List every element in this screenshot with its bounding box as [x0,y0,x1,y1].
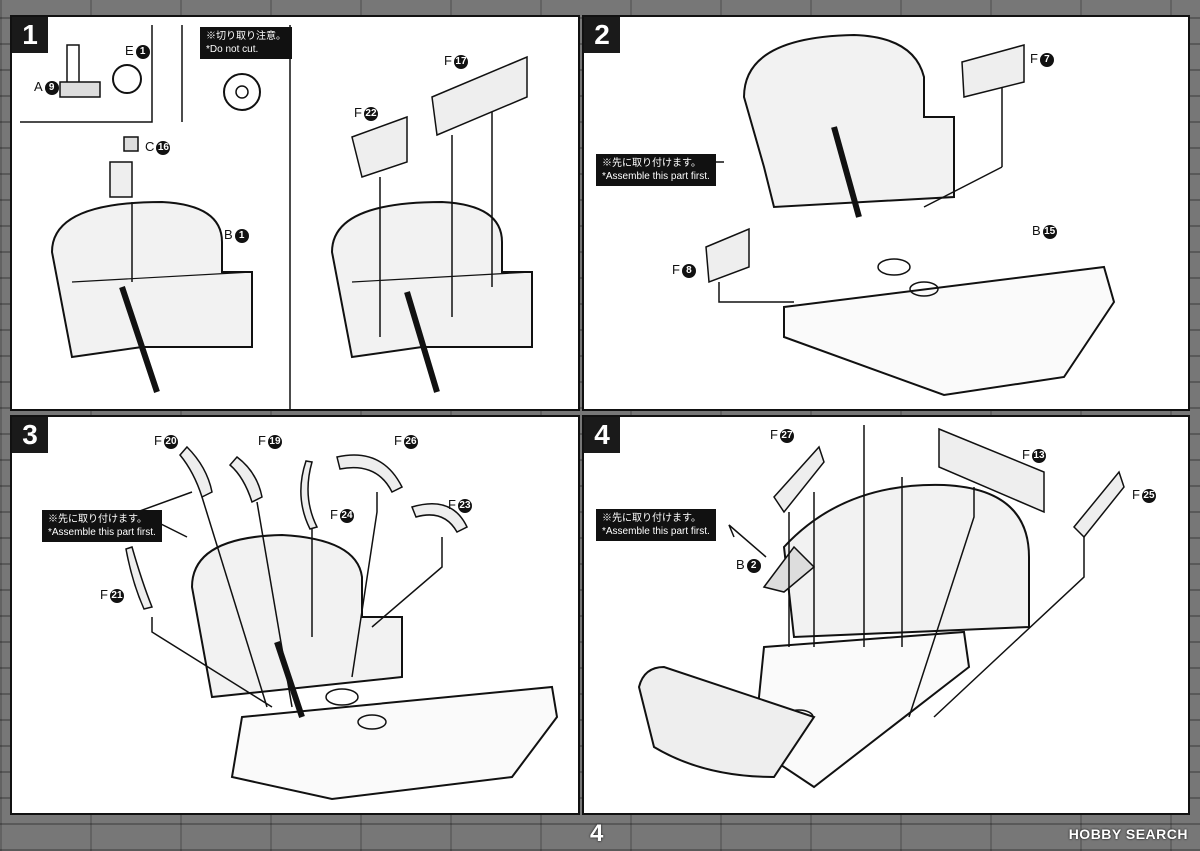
part-number: 24 [339,508,354,523]
part-number: 22 [363,106,378,121]
part-number: 16 [156,140,171,155]
part-letter: F [154,433,162,448]
part-letter: F [100,587,108,602]
caution-note-en: *Do not cut. [206,44,259,55]
part-letter: F [1132,487,1140,502]
step-3-panel: 3 ※先に取り付けます。 *Assemble this part first. … [10,415,580,815]
assemble-first-note: ※先に取り付けます。 *Assemble this part first. [42,510,162,542]
part-number: 9 [44,80,59,95]
part-letter: B [1032,223,1041,238]
assemble-first-note: ※先に取り付けます。 *Assemble this part first. [596,509,716,541]
part-letter: F [258,433,266,448]
part-letter: F [672,262,680,277]
step-3-diagram [125,445,559,801]
step-number: 2 [584,17,620,53]
step-2-diagram [596,33,1116,397]
part-number: 17 [453,54,468,69]
assemble-first-note-jp: ※先に取り付けます。 [602,158,701,169]
part-number: 21 [109,588,124,603]
part-letter: B [736,557,745,572]
part-number: 1 [135,44,150,59]
part-number: 20 [163,434,178,449]
caution-note-jp: ※切り取り注意。 [206,31,286,42]
part-letter: A [34,79,43,94]
part-number: 1 [234,228,249,243]
step-4-diagram [637,425,1125,789]
part-number: 8 [681,263,696,278]
hobby-search-watermark: HOBBY SEARCH [1068,826,1188,842]
part-letter: F [1030,51,1038,66]
part-number: 13 [1031,448,1046,463]
part-letter: C [145,139,155,154]
part-number: 23 [457,498,472,513]
step-number: 4 [584,417,620,453]
part-letter: F [394,433,402,448]
step-1-diagram [20,25,533,409]
step-number: 3 [12,417,48,453]
page-number: 4 [590,820,604,847]
part-letter: F [770,427,778,442]
assemble-first-note-jp: ※先に取り付けます。 [48,514,147,525]
part-number: 2 [746,558,761,573]
part-letter: F [1022,447,1030,462]
part-letter: F [354,105,362,120]
part-number: 26 [403,434,418,449]
assemble-first-note: ※先に取り付けます。 *Assemble this part first. [596,154,716,186]
assemble-first-note-en: *Assemble this part first. [48,527,156,538]
step-2-panel: 2 ※先に取り付けます。 *Assemble this part first. … [582,15,1190,411]
assemble-first-note-en: *Assemble this part first. [602,171,710,182]
step-number: 1 [12,17,48,53]
part-letter: F [444,53,452,68]
part-number: 25 [1141,488,1156,503]
part-letter: B [224,227,233,242]
caution-note: ※切り取り注意。 *Do not cut. [200,27,292,59]
part-letter: F [448,497,456,512]
assemble-first-note-en: *Assemble this part first. [602,526,710,537]
part-letter: E [125,43,134,58]
assemble-first-note-jp: ※先に取り付けます。 [602,513,701,524]
part-number: 15 [1042,224,1057,239]
part-number: 27 [779,428,794,443]
part-number: 7 [1039,52,1054,67]
step-4-panel: 4 ※先に取り付けます。 *Assemble this part first. … [582,415,1190,815]
part-letter: F [330,507,338,522]
part-number: 19 [267,434,282,449]
